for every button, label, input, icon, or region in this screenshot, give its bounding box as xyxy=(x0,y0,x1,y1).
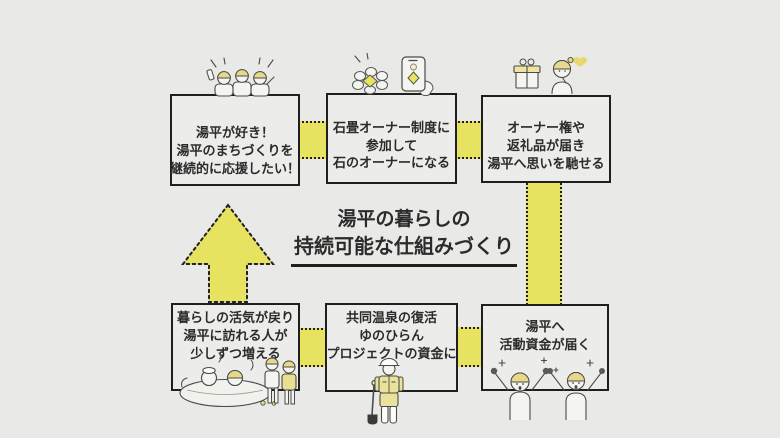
box-text-line: 湯平へ思いを馳せる xyxy=(487,156,605,172)
flow-box-project-funding: 共同温泉の復活 ゆのひらん プロジェクトの資金に xyxy=(325,303,458,392)
flow-connector-top-right xyxy=(455,121,483,159)
up-arrow-icon xyxy=(180,203,276,303)
box-text-line: 湯平のまちづくりを xyxy=(176,144,294,160)
title-line-2: 持続可能な仕組みづくり xyxy=(291,234,517,267)
flow-connector-bottom-left xyxy=(298,328,327,367)
box-text-line: プロジェクトの資金に xyxy=(326,346,457,362)
flow-box-love-yufuhira: 湯平が好き！ 湯平のまちづくりを 継続的に応援したい！ xyxy=(170,94,300,186)
flow-connector-top-left xyxy=(298,121,328,159)
box-text-line: 暮らしの活気が戻り xyxy=(176,311,294,326)
flow-box-receive-rewards: オーナー権や 返礼品が届き 湯平へ思いを馳せる xyxy=(481,95,611,183)
box-text-line: ゆのひらん xyxy=(358,328,424,344)
flow-box-funds-arrive: 湯平へ 活動資金が届く xyxy=(481,304,609,391)
box-text-line: 湯平が好き！ xyxy=(195,126,274,142)
cobblestone-smartphone-icon xyxy=(352,53,434,96)
worker-with-shovel-icon xyxy=(367,358,404,425)
flow-box-join-owner-system: 石畳オーナー制度に 参加して 石のオーナーになる xyxy=(326,93,457,184)
gift-and-woman-icon xyxy=(513,56,587,95)
title-line-1: 湯平の暮らしの xyxy=(337,208,471,230)
box-text-line: 継続的に応援したい！ xyxy=(170,161,301,177)
box-text-line: 湯平に訪れる人が xyxy=(183,328,288,344)
box-text-line: 少しずつ増える xyxy=(190,346,281,362)
box-text-line: 湯平へ xyxy=(525,320,565,335)
diagram-title: 湯平の暮らしの 持続可能な仕組みづくり xyxy=(265,208,543,267)
box-text-line: 共同温泉の復活 xyxy=(345,311,437,326)
flow-connector-bottom-right xyxy=(456,327,483,367)
box-text-line: 活動資金が届く xyxy=(499,337,591,353)
box-text-line: 返礼品が届き xyxy=(506,139,585,155)
box-text-line: 石畳オーナー制度に xyxy=(332,120,450,136)
onsen-bathers-icon xyxy=(179,352,297,408)
celebrating-people-icon xyxy=(490,357,605,420)
box-text-line: 石のオーナーになる xyxy=(332,156,450,172)
cheering-supporters-icon xyxy=(206,57,275,97)
box-text-line: オーナー権や xyxy=(506,121,585,137)
flow-connector-vertical-right xyxy=(526,183,562,305)
box-text-line: 参加して xyxy=(365,138,418,154)
